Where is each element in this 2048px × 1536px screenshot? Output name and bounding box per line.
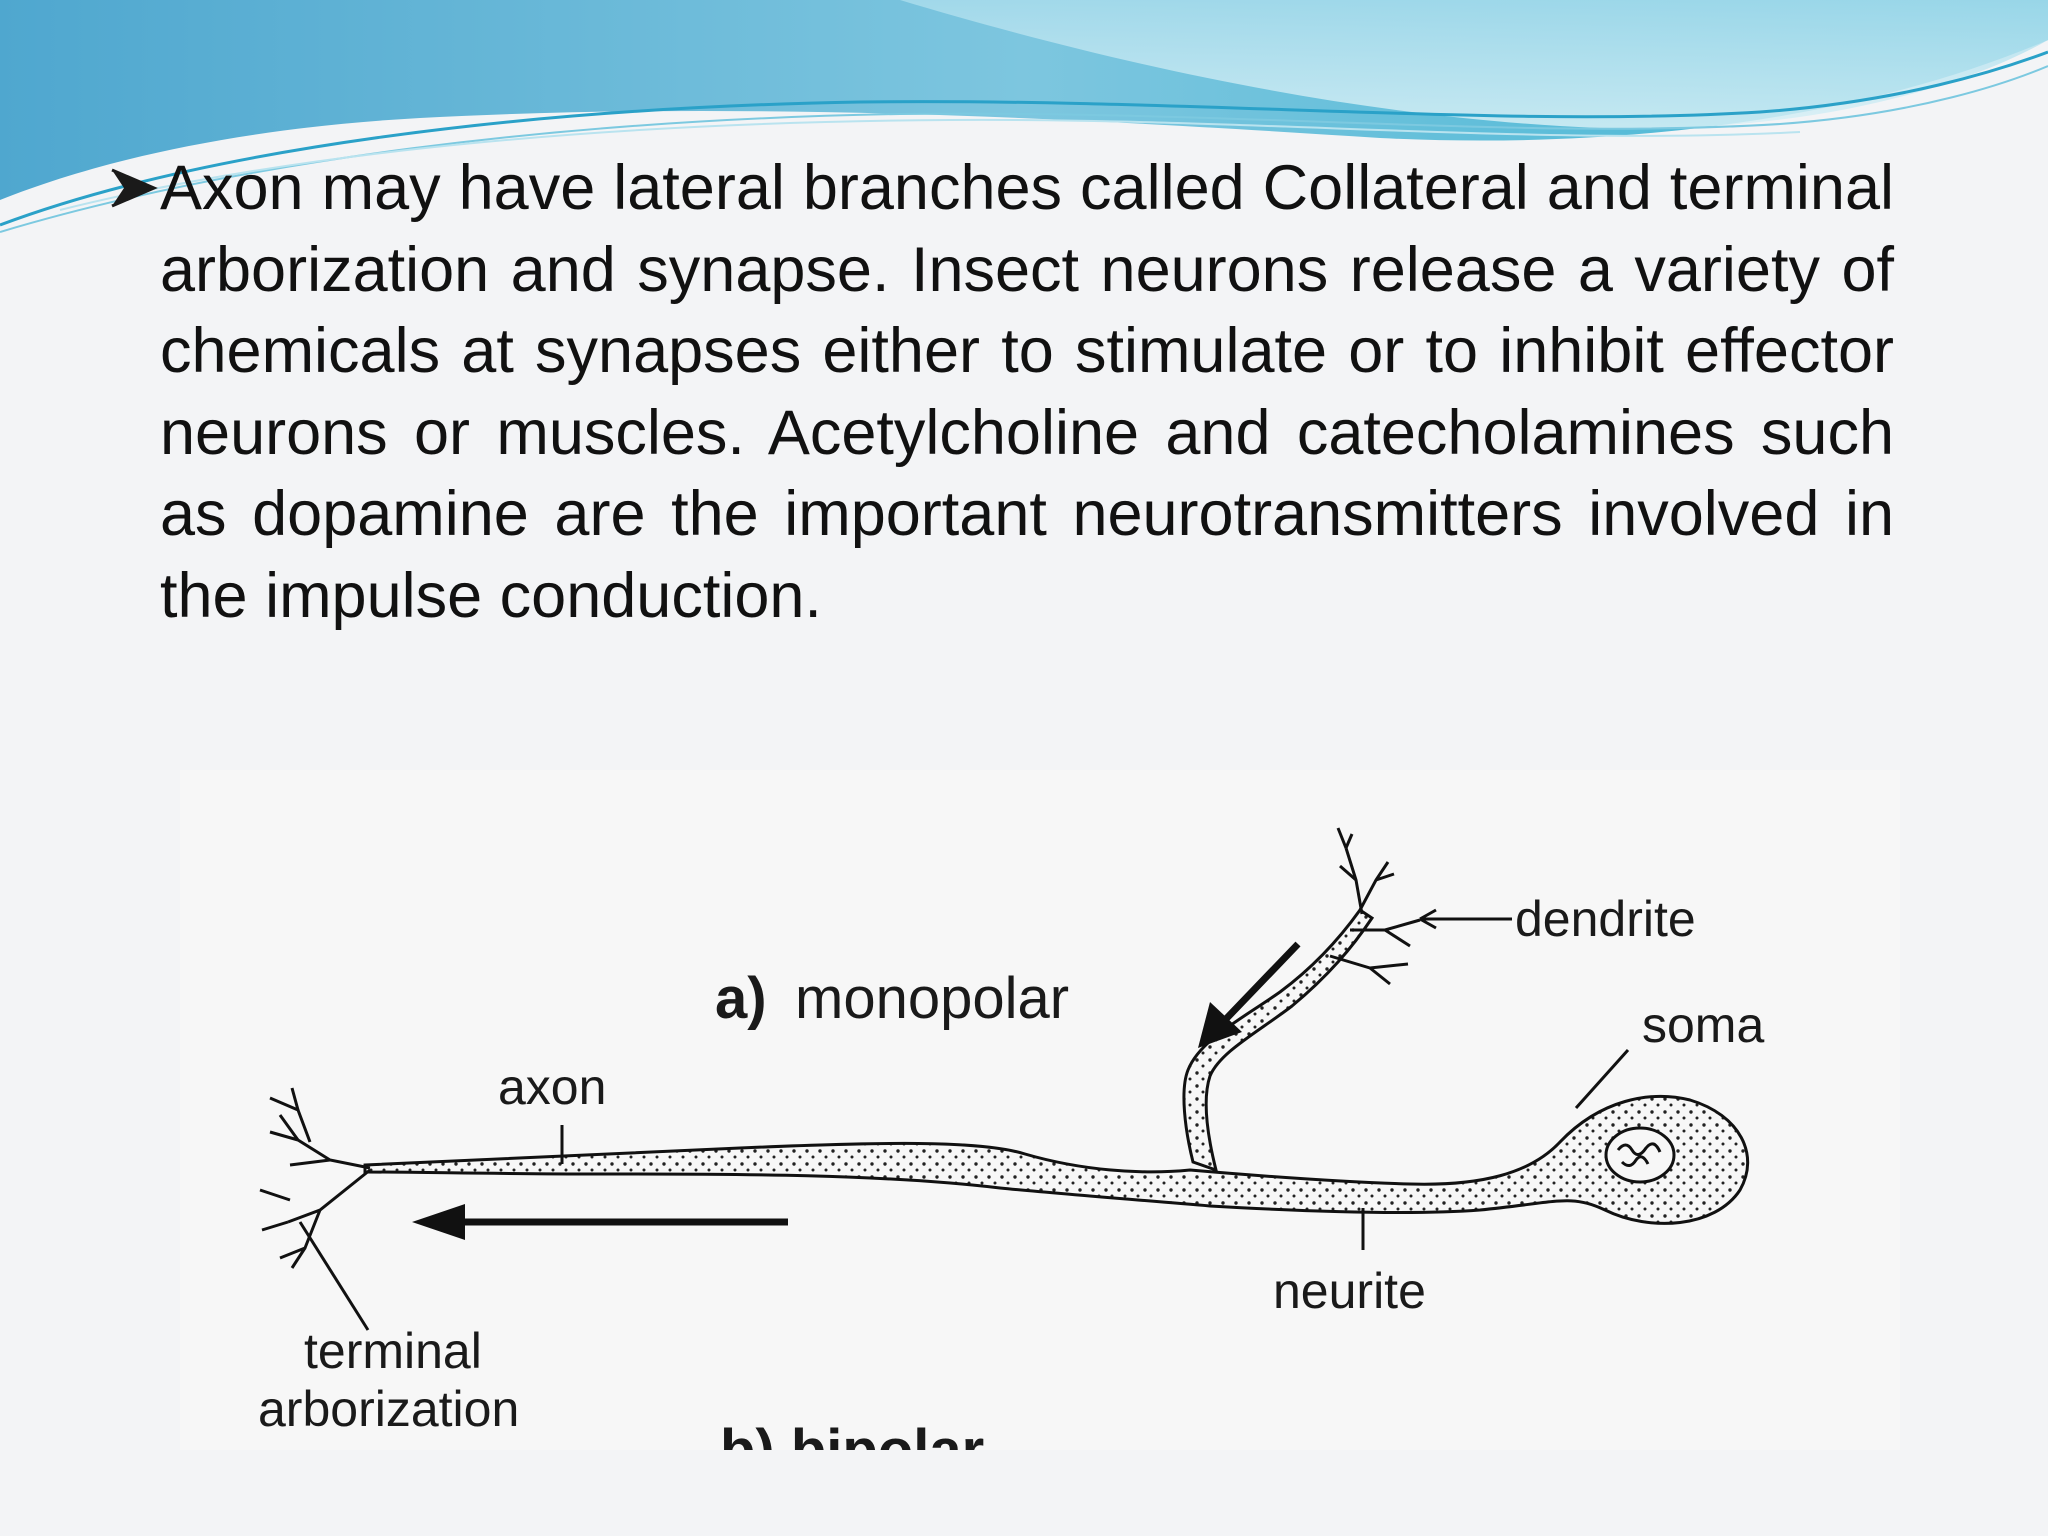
header-wave-decoration — [0, 0, 2048, 233]
terminal-arborization-branches — [259, 1087, 371, 1269]
terminal-label-line2: arborization — [258, 1381, 519, 1437]
panel-a-title: monopolar — [795, 966, 1069, 1031]
panel-b-partial-title: b) bipolar — [720, 1418, 984, 1450]
impulse-direction-arrows — [412, 941, 1301, 1240]
neuron-body — [363, 907, 1750, 1225]
bullet-paragraph: Axon may have lateral branches called Co… — [108, 148, 1894, 637]
arrow-bullet-icon — [111, 168, 158, 208]
bullet-text: Axon may have lateral branches called Co… — [160, 153, 1894, 631]
panel-a-letter: a) — [715, 966, 767, 1031]
dendrite-branches — [1329, 827, 1421, 986]
dendrite-label: dendrite — [1515, 891, 1696, 947]
neurite-label: neurite — [1273, 1263, 1426, 1319]
soma-label: soma — [1642, 997, 1764, 1053]
neuron-diagram: a) monopolar dendrite soma axon neurite … — [180, 770, 1900, 1450]
monopolar-neuron-drawing: a) monopolar dendrite soma axon neurite … — [258, 827, 1764, 1450]
terminal-label-line1: terminal — [304, 1323, 482, 1379]
label-leader-lines — [298, 908, 1630, 1331]
axon-label: axon — [498, 1059, 606, 1115]
